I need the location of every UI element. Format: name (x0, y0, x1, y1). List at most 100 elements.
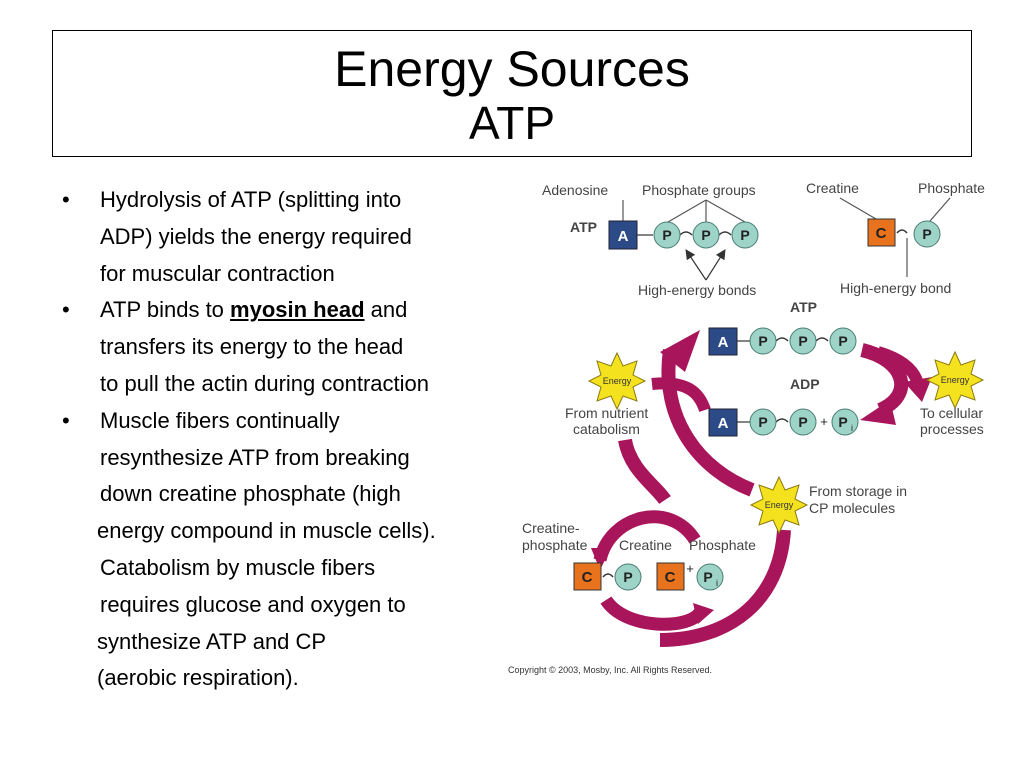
adenosine-letter: A (718, 334, 729, 351)
phosphate-circle (749, 408, 777, 436)
bullet-3-line-6: requires glucose and oxygen to (100, 591, 406, 617)
arrow-storage-to-creatine (659, 529, 791, 647)
energy-label: Energy (765, 500, 794, 510)
bullet-2-line-3: to pull the actin during contraction (100, 370, 429, 396)
phosphate-circle (789, 408, 817, 436)
bullet-3: • Muscle fibers continually (62, 403, 512, 440)
copyright-notice: Copyright © 2003, Mosby, Inc. All Rights… (508, 665, 712, 675)
label-cp-molecules: CP molecules (809, 500, 895, 516)
atp-cycle-diagram: Adenosine Phosphate groups ATP A P P P H… (508, 180, 985, 675)
bullet-3-line-2: resynthesize ATP from breaking (100, 444, 410, 470)
phosphate-pointer-3 (705, 199, 746, 223)
label-creatine-bottom: Creatine (619, 537, 672, 553)
bullet-1-line-1: Hydrolysis of ATP (splitting into (100, 187, 402, 212)
high-energy-bond-mark (775, 337, 789, 342)
bullet-1-line-2: ADP) yields the energy required (100, 223, 412, 249)
phosphate-letter: P (922, 226, 931, 242)
adenosine-box (708, 408, 738, 437)
label-phosphate-lower: phosphate (522, 537, 588, 553)
phosphate-letter: P (662, 227, 671, 243)
bullet-symbol: • (62, 407, 70, 433)
high-energy-bond-mark (602, 573, 614, 578)
adenosine-letter: A (618, 228, 629, 245)
label-high-energy-bond: High-energy bond (840, 280, 951, 296)
bullet-2: • ATP binds to myosin head and (62, 292, 512, 329)
phosphate-circle (913, 220, 941, 248)
arrowhead (660, 330, 700, 372)
plus-sign: + (820, 414, 828, 429)
arrow-creatine-to-cp (593, 510, 701, 562)
label-high-energy-bonds: High-energy bonds (638, 282, 756, 298)
label-phosphate-top: Phosphate (918, 180, 985, 196)
energy-burst-storage: Energy (749, 475, 809, 535)
bullet-3-line-8: (aerobic respiration). (97, 665, 299, 691)
phosphate-letter: P (758, 333, 767, 349)
creatine-box (867, 218, 896, 247)
arrowhead (591, 548, 611, 570)
high-energy-bond-mark (679, 231, 693, 236)
slide-title: Energy Sources (334, 41, 690, 97)
phosphate-letter: P (798, 333, 807, 349)
creatine-letter: C (876, 225, 887, 242)
phosphate-letter: P (740, 227, 749, 243)
creatine-box (573, 562, 602, 591)
phosphate-circle (692, 221, 720, 249)
energy-label: Energy (603, 376, 632, 386)
label-creatine-top: Creatine (806, 180, 859, 196)
phosphate-pointer (929, 197, 951, 222)
bullet-2-emphasis: myosin head (230, 297, 365, 323)
energy-label: Energy (941, 375, 970, 385)
label-to-cellular: To cellular (920, 405, 983, 421)
phosphate-letter: P (758, 414, 767, 430)
adenosine-box (708, 327, 738, 356)
adenosine-letter: A (718, 415, 729, 432)
arrow-nutrient-energy-in (651, 377, 711, 413)
phosphate-circle (653, 221, 681, 249)
bullet-list: • Hydrolysis of ATP (splitting into ADP) … (62, 182, 512, 697)
arrow-storage-to-atp (661, 349, 755, 497)
inorganic-phosphate-letter: P (703, 569, 712, 585)
arrowhead (904, 377, 932, 402)
inorganic-phosphate-circle (696, 563, 724, 591)
phosphate-circle (731, 221, 759, 249)
phosphate-letter: P (798, 414, 807, 430)
phosphate-pointer-1 (667, 199, 707, 223)
slide-subtitle: ATP (468, 97, 556, 149)
arrowhead (693, 603, 714, 624)
bullet-3-line-1: Muscle fibers continually (100, 407, 340, 433)
inorganic-phosphate-subscript: i (851, 423, 853, 433)
creatine-box (656, 562, 685, 591)
label-processes: processes (920, 421, 984, 437)
bullet-3-line-3: down creatine phosphate (high (100, 481, 401, 507)
high-energy-bond-mark (815, 337, 829, 342)
bullet-2-pre: ATP binds to (100, 297, 231, 323)
bullet-1-line-3: for muscular contraction (100, 260, 335, 286)
bullet-2-post: and (364, 297, 408, 323)
arrow-nutrient-to-cp (618, 438, 671, 505)
high-energy-bond-mark (775, 418, 789, 423)
bullet-3-line-5: Catabolism by muscle fibers (100, 554, 376, 580)
phosphate-circle (749, 327, 777, 355)
label-phosphate-groups: Phosphate groups (642, 182, 756, 198)
label-from-storage: From storage in (809, 483, 907, 499)
label-creatine-dash: Creatine- (522, 520, 580, 536)
label-catabolism: catabolism (573, 421, 640, 437)
label-adp: ADP (790, 376, 820, 392)
bullet-2-line-2: transfers its energy to the head (100, 334, 404, 360)
inorganic-phosphate-letter: P (838, 414, 847, 430)
arrow-cp-loop (600, 595, 706, 631)
phosphate-letter: P (701, 227, 710, 243)
phosphate-circle (789, 327, 817, 355)
title-box: Energy Sources ATP (52, 30, 972, 157)
high-energy-bond-mark (896, 229, 908, 234)
plus-sign: + (686, 561, 694, 576)
phosphate-circle (614, 563, 642, 591)
label-phosphate-bottom: Phosphate (689, 537, 756, 553)
phosphate-letter: P (838, 333, 847, 349)
creatine-letter: C (665, 569, 676, 586)
inorganic-phosphate-circle (831, 408, 859, 436)
bullet-symbol: • (62, 297, 70, 323)
bullet-3-line-7: synthesize ATP and CP (97, 628, 327, 654)
label-adenosine: Adenosine (542, 182, 608, 198)
phosphate-letter: P (623, 569, 632, 585)
